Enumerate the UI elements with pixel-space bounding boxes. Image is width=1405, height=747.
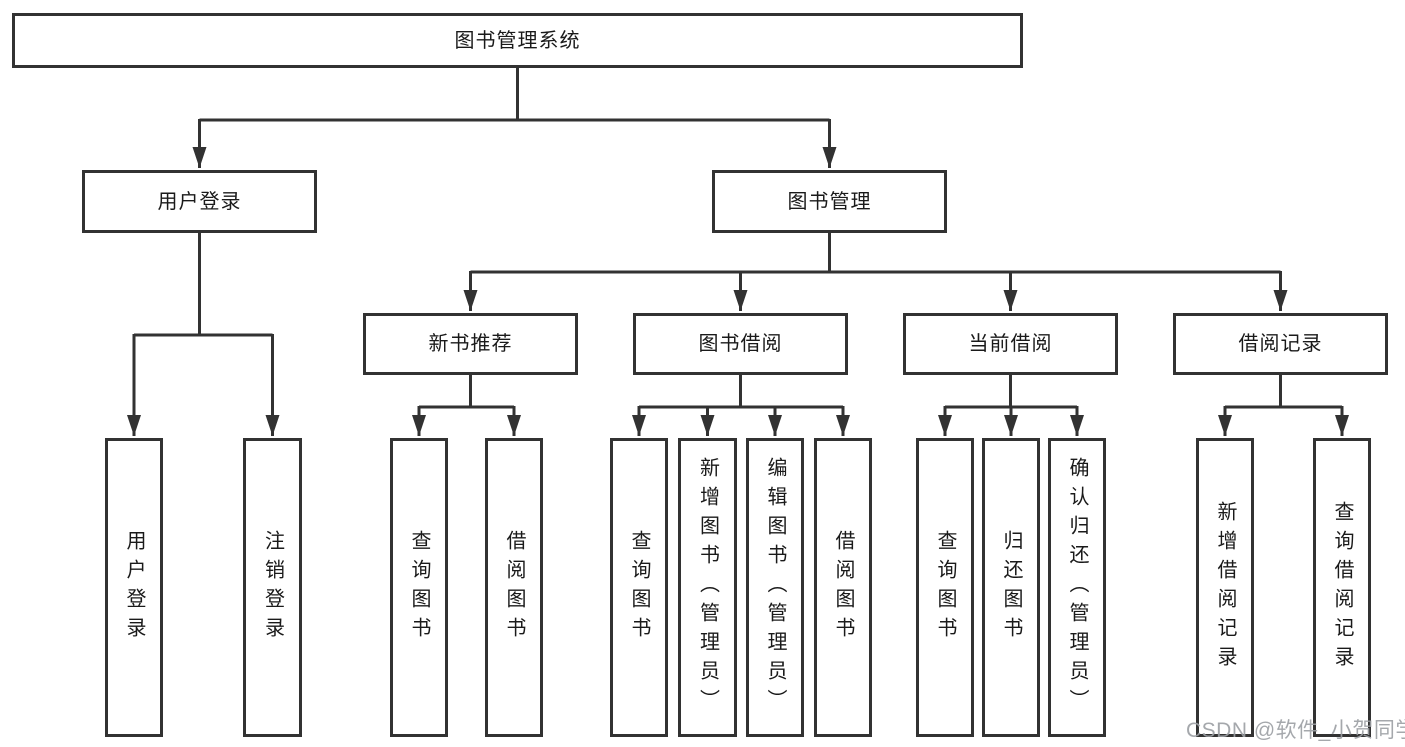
node-book-management-label: 图书管理 xyxy=(787,190,872,213)
leaf-recommend-query-books-label: 查询图书 xyxy=(408,529,430,646)
leaf-borrowing-edit-books-admin-label: 编辑图书（管理员） xyxy=(764,457,786,718)
node-borrowing-records-label: 借阅记录 xyxy=(1238,333,1323,355)
leaf-records-query-record-label: 查询借阅记录 xyxy=(1331,500,1353,675)
node-user-login-label: 用户登录 xyxy=(157,190,242,213)
leaf-borrowing-add-books-admin: 新增图书（管理员） xyxy=(678,438,737,737)
leaf-records-add-record: 新增借阅记录 xyxy=(1196,438,1254,737)
leaf-user-login: 用户登录 xyxy=(105,438,163,737)
leaf-current-return-books: 归还图书 xyxy=(982,438,1040,737)
node-user-login: 用户登录 xyxy=(82,170,317,233)
leaf-borrowing-query-books-label: 查询图书 xyxy=(628,529,650,646)
node-new-book-recommend: 新书推荐 xyxy=(363,313,578,375)
node-book-borrowing-label: 图书借阅 xyxy=(698,333,783,355)
node-book-management: 图书管理 xyxy=(712,170,947,233)
leaf-logout-label: 注销登录 xyxy=(261,529,284,646)
leaf-borrowing-query-books: 查询图书 xyxy=(610,438,668,737)
leaf-records-add-record-label: 新增借阅记录 xyxy=(1214,500,1236,675)
node-current-borrowing: 当前借阅 xyxy=(903,313,1118,375)
node-new-book-recommend-label: 新书推荐 xyxy=(428,333,513,355)
leaf-recommend-borrow-books: 借阅图书 xyxy=(485,438,543,737)
leaf-records-query-record: 查询借阅记录 xyxy=(1313,438,1371,737)
leaf-current-return-books-label: 归还图书 xyxy=(1000,529,1022,646)
leaf-borrowing-add-books-admin-label: 新增图书（管理员） xyxy=(696,457,719,718)
node-current-borrowing-label: 当前借阅 xyxy=(968,333,1053,355)
node-book-borrowing: 图书借阅 xyxy=(633,313,848,375)
watermark: CSDN @软件_小贺同学 xyxy=(1186,719,1405,742)
leaf-current-confirm-return-admin-label: 确认归还（管理员） xyxy=(1066,457,1088,718)
leaf-borrowing-edit-books-admin: 编辑图书（管理员） xyxy=(746,438,804,737)
leaf-logout: 注销登录 xyxy=(243,438,302,737)
node-root: 图书管理系统 xyxy=(12,13,1023,68)
leaf-recommend-query-books: 查询图书 xyxy=(390,438,448,737)
node-root-label: 图书管理系统 xyxy=(454,29,581,52)
leaf-current-confirm-return-admin: 确认归还（管理员） xyxy=(1048,438,1106,737)
leaf-current-query-books-label: 查询图书 xyxy=(934,529,956,646)
leaf-borrowing-borrow-books-label: 借阅图书 xyxy=(832,529,854,646)
leaf-recommend-borrow-books-label: 借阅图书 xyxy=(503,529,525,646)
leaf-borrowing-borrow-books: 借阅图书 xyxy=(814,438,872,737)
leaf-current-query-books: 查询图书 xyxy=(916,438,974,737)
node-borrowing-records: 借阅记录 xyxy=(1173,313,1388,375)
leaf-user-login-label: 用户登录 xyxy=(123,529,145,646)
